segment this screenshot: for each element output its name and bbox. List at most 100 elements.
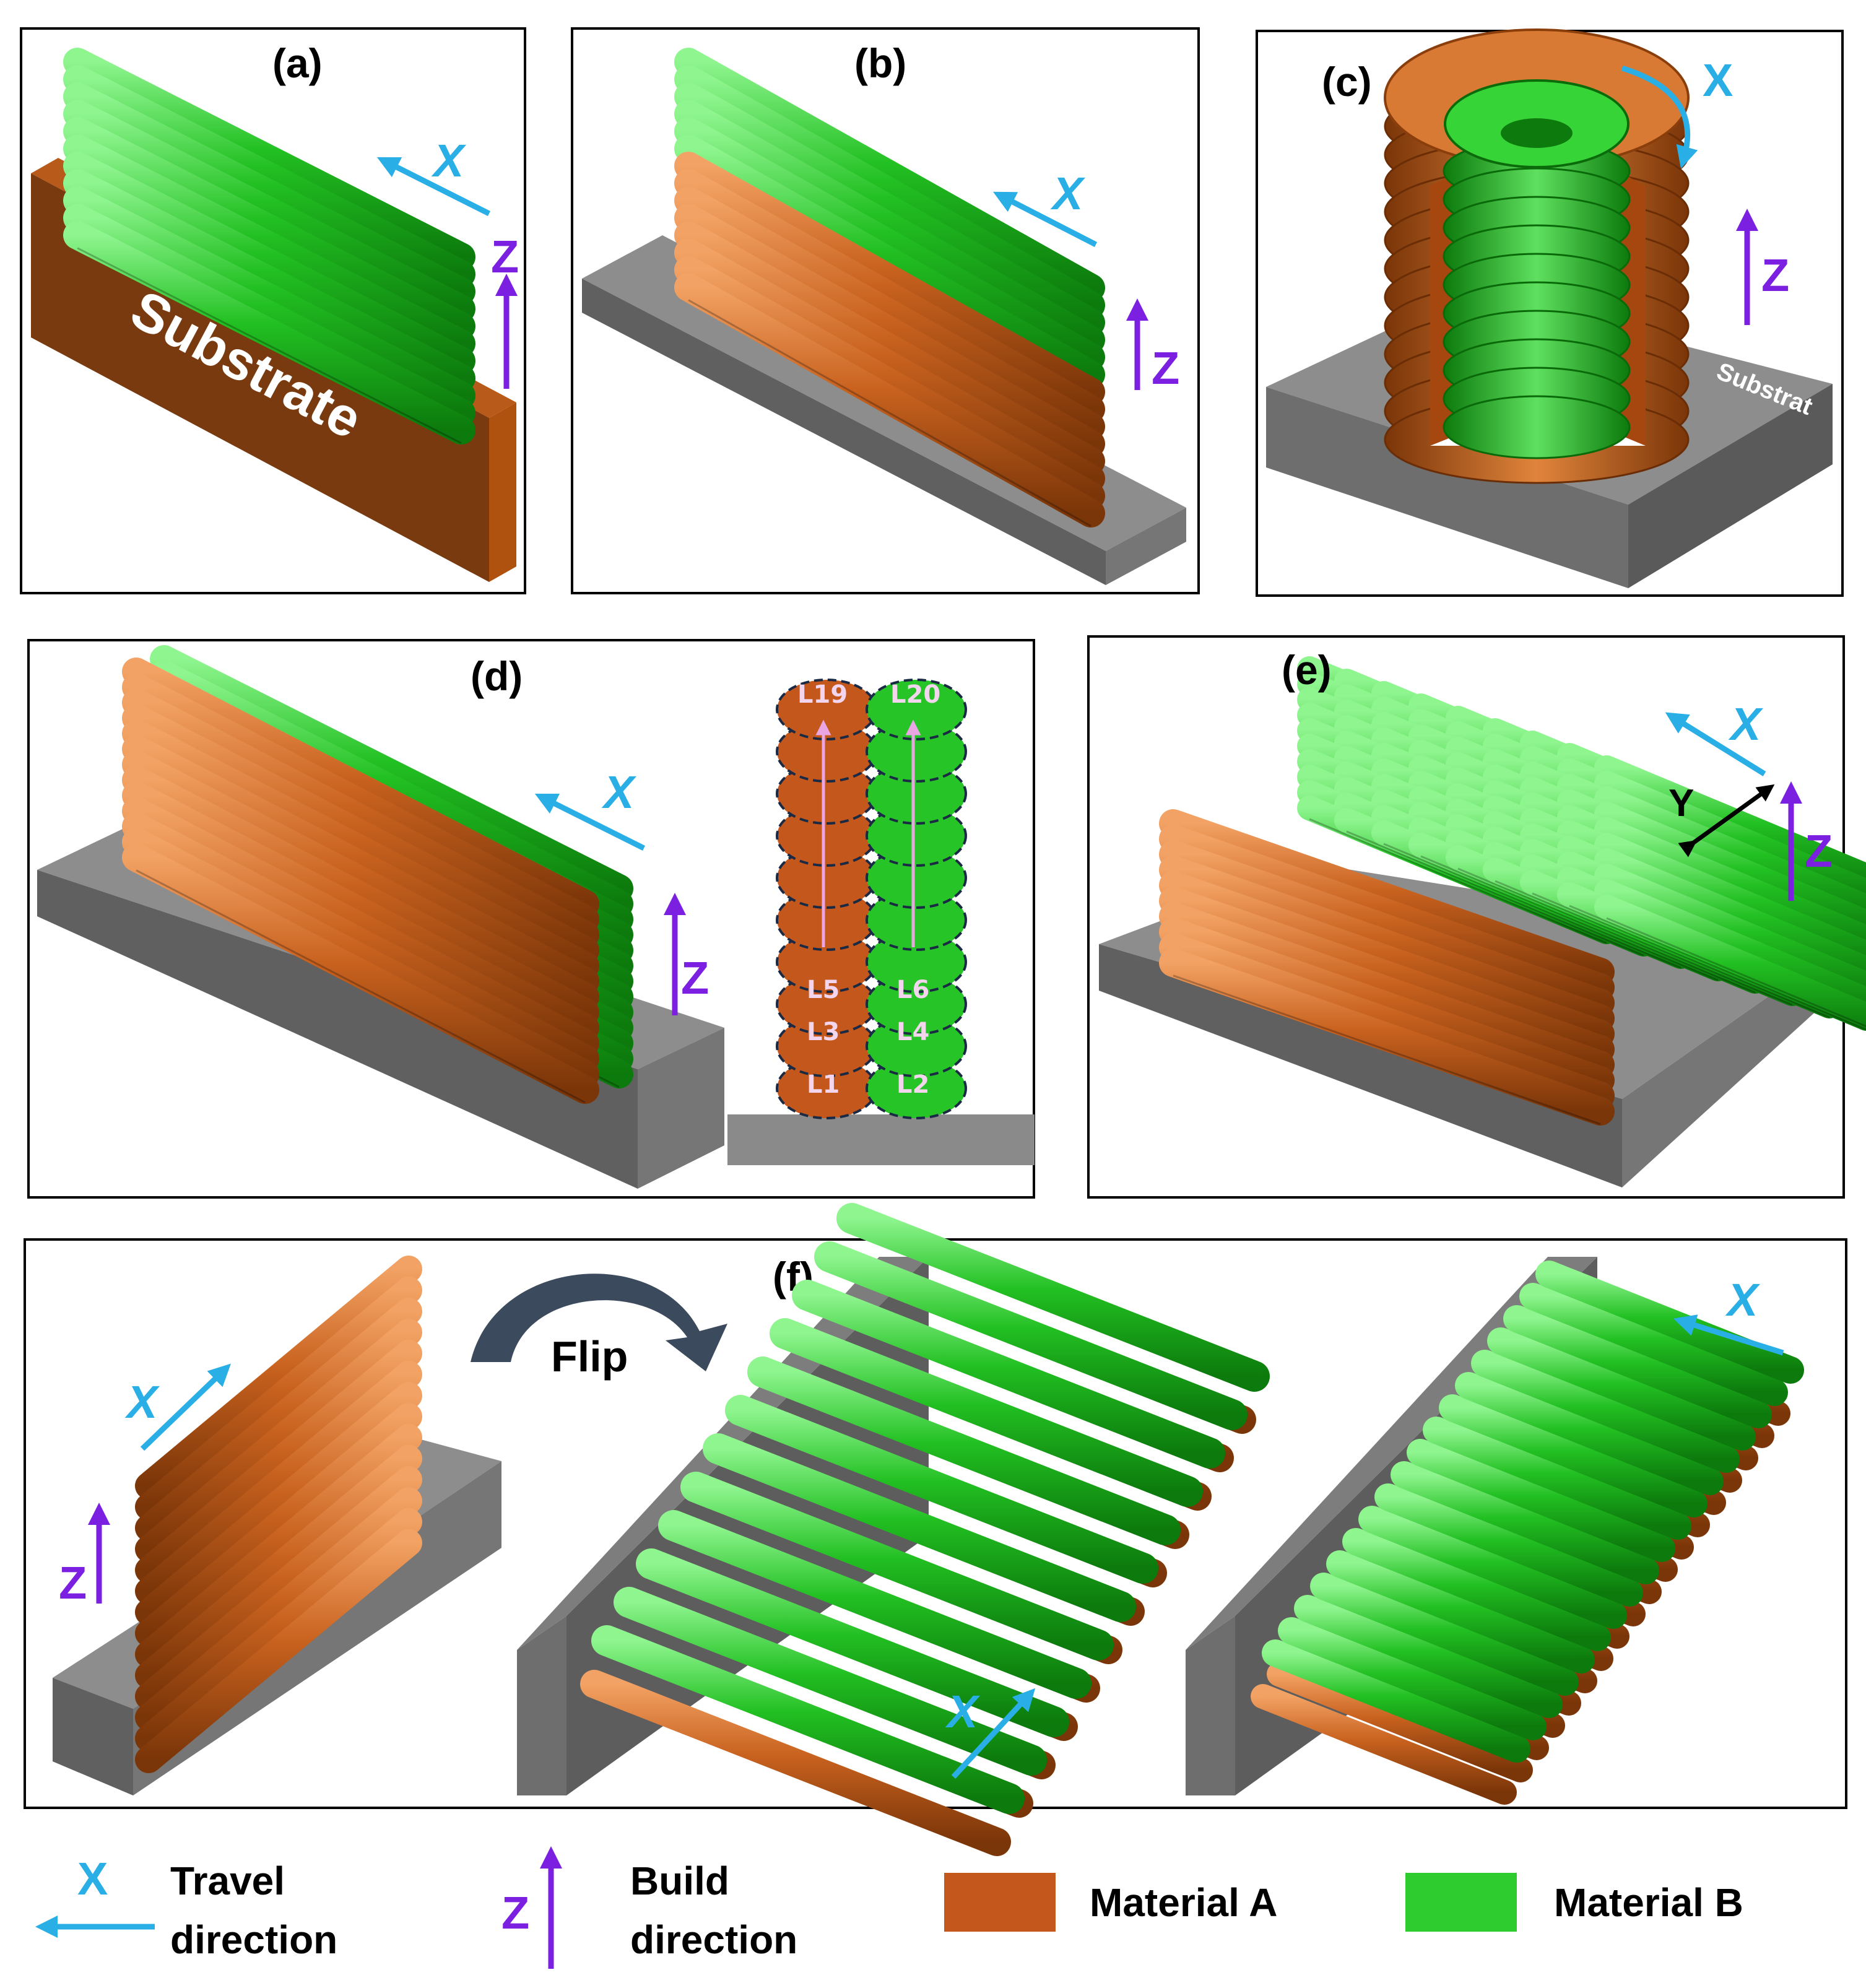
z-axis-label: Z [1761, 250, 1789, 301]
bead-b [1391, 1461, 1659, 1584]
bead-b [680, 1472, 1114, 1660]
bead-b [63, 134, 475, 358]
bead-a [135, 1319, 422, 1563]
bead-b-seam [1457, 867, 1756, 994]
bead-a [135, 1256, 422, 1500]
legend-build-label: Build [630, 1859, 729, 1903]
panel-e: (e) X Y Z [1087, 635, 1866, 1199]
bead-b [1439, 1394, 1708, 1517]
bead-stack [122, 645, 633, 1104]
bead-b-section [866, 763, 967, 825]
bead-b-seam [1346, 830, 1644, 957]
layer-label: L5 [807, 976, 840, 1004]
bead-a [135, 1487, 422, 1731]
panel-label: (b) [854, 40, 906, 86]
bead-b-section [866, 721, 967, 783]
bead-a [1267, 1662, 1533, 1782]
bead-b [1294, 1595, 1563, 1718]
legend-travel-label-2: direction [170, 1917, 337, 1962]
bead-a [122, 843, 599, 1104]
bead-a [135, 1508, 422, 1752]
panel-label: (a) [272, 40, 323, 86]
bead-b-section [866, 1015, 967, 1077]
bead-b [1455, 1372, 1724, 1495]
flip-arrow [471, 1274, 727, 1371]
substrate-side [489, 402, 516, 582]
panel-label: (d) [471, 653, 523, 699]
bead-a [580, 1670, 1011, 1856]
bead-b [1374, 1483, 1643, 1607]
bead-a [674, 186, 1105, 441]
x-axis-label: X [601, 766, 637, 818]
x-axis-label: X [1703, 54, 1733, 106]
bead-b [591, 1625, 1025, 1814]
bead-b-section [866, 679, 967, 740]
bead-b [1487, 1327, 1756, 1451]
layer-label: L20 [890, 680, 940, 709]
bead-b [674, 65, 1105, 319]
layer-label: L19 [797, 680, 848, 709]
bead-a-seam [136, 869, 586, 1104]
z-axis-label: Z [1152, 342, 1179, 394]
travel-arrow [1673, 1314, 1784, 1356]
bead-b [674, 48, 1105, 302]
legend-material-a-swatch [944, 1873, 1056, 1932]
layer-label: L1 [807, 1070, 840, 1099]
bead-b [63, 117, 475, 341]
travel-arrow [376, 157, 491, 217]
bead-b [63, 204, 475, 427]
legend: X Travel direction Z Build direction Mat… [35, 1846, 1743, 1969]
layer-label: L3 [807, 1018, 840, 1046]
substrate-side [1622, 947, 1839, 1187]
substrate-front [582, 279, 1106, 585]
substrate-side [1628, 384, 1833, 588]
bead-b [674, 134, 1105, 389]
travel-arrow [534, 793, 646, 851]
z-axis-label: Z [59, 1557, 87, 1608]
bead-b [63, 65, 475, 289]
bead-b [836, 1203, 1270, 1392]
bead-b [1358, 1506, 1627, 1629]
bead-b-seam [1532, 892, 1830, 1018]
bead-b [725, 1395, 1158, 1584]
substrate-side [1106, 508, 1186, 585]
bead-a [1251, 1684, 1517, 1805]
bead-b [1326, 1550, 1595, 1673]
bead-a [674, 273, 1105, 527]
bead-b-section [866, 805, 967, 867]
bead-b [1503, 1305, 1772, 1428]
bead-b [636, 1548, 1069, 1737]
bead-b [1342, 1528, 1611, 1651]
bead-b [1407, 1439, 1675, 1562]
bead-a [135, 1340, 422, 1584]
legend-material-b-swatch [1405, 1873, 1517, 1932]
bead-b-seam [77, 247, 462, 445]
y-axis-arrow [1678, 784, 1775, 857]
bead-b [1535, 1261, 1804, 1384]
bead-stack [63, 48, 475, 445]
z-axis-label: Z [681, 952, 709, 1004]
legend-x-symbol: X [77, 1853, 108, 1904]
panel-d: (d) X Z L19 L20 L5 L6 L3 L4 L1 L2 [27, 639, 1035, 1199]
bead-b [1519, 1283, 1788, 1406]
x-axis-label: X [945, 1686, 981, 1737]
panel-b: (b) X Z [571, 27, 1200, 594]
bead-b [63, 82, 475, 306]
bead-b [63, 186, 475, 410]
bead-b [770, 1318, 1203, 1507]
travel-arrow [951, 1688, 1036, 1779]
x-axis-label: X [431, 135, 467, 186]
bead-a [135, 1382, 422, 1626]
bead-b [703, 1433, 1136, 1622]
bead-b-section [866, 889, 967, 951]
bead-a [135, 1403, 422, 1647]
legend-travel-label: Travel [170, 1859, 285, 1903]
travel-arrow [1621, 65, 1698, 169]
bead-b [63, 48, 475, 271]
bead-a [135, 1424, 422, 1668]
travel-arrow [140, 1363, 231, 1451]
x-axis-label: X [124, 1376, 160, 1428]
bead-a [674, 238, 1105, 493]
bead-b [1310, 1573, 1579, 1696]
